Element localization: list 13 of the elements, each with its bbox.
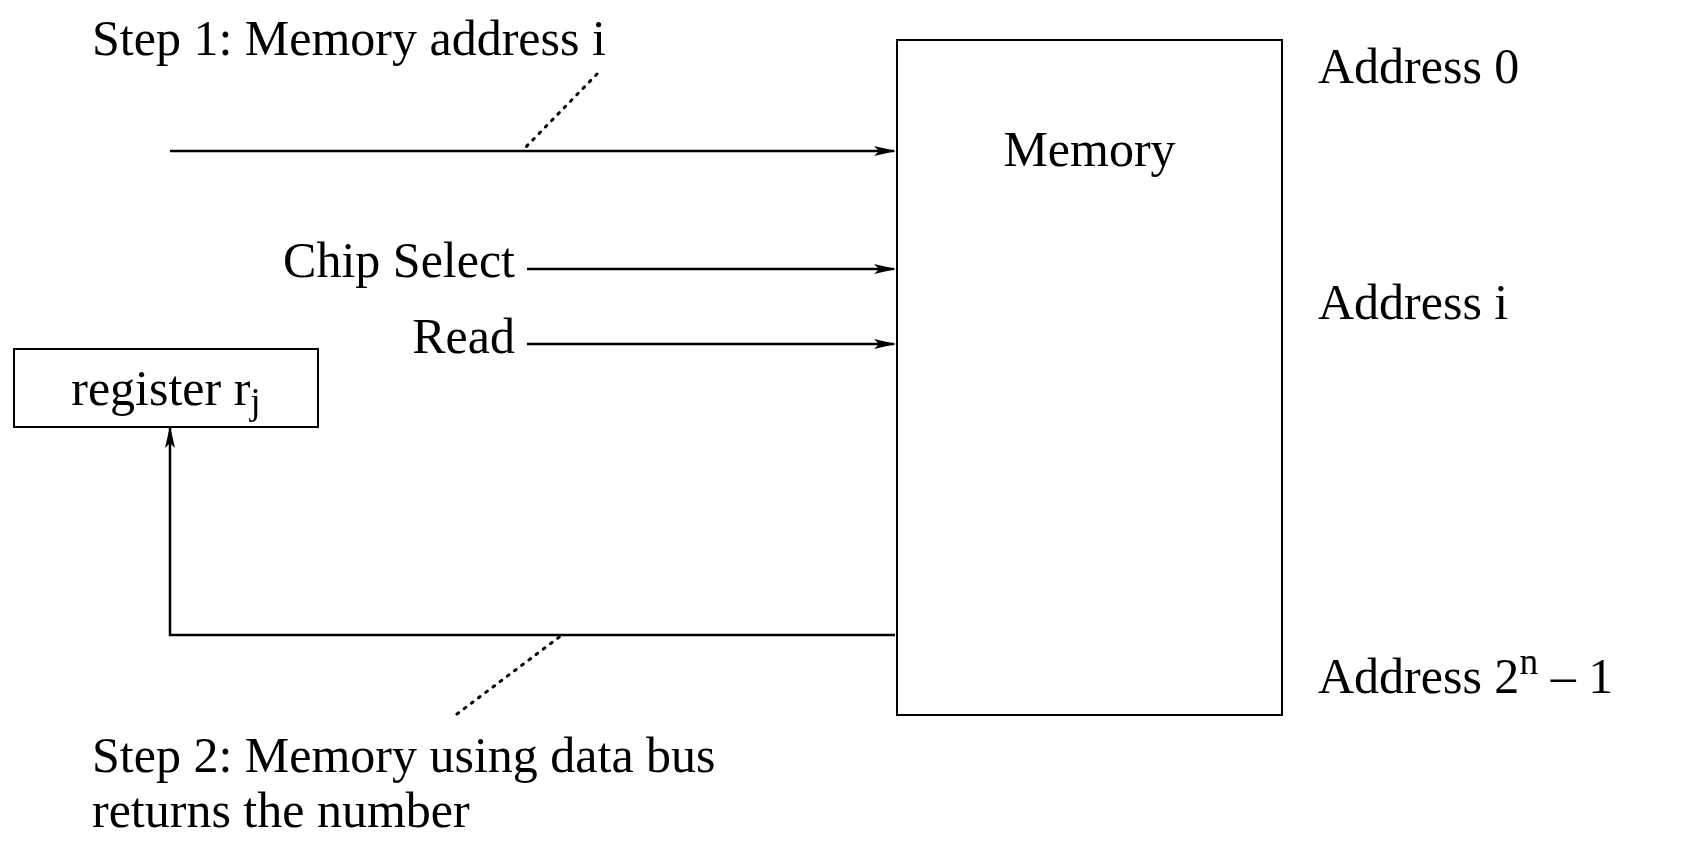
leader-line [455,633,564,716]
address-label: Address 2$^{n}$ – 1 [1318,646,1614,706]
address-label: Address i [1318,273,1509,332]
arrow [527,264,896,274]
arrow [165,426,895,637]
signal-label: Chip Select [205,230,515,292]
memory-box: Memory [896,39,1283,716]
step-label: Step 1: Memory address i [92,8,742,70]
address-label: Address 0 [1318,37,1520,96]
arrow [527,339,896,349]
arrow [170,146,896,156]
register-box: register r$_{j}$ [13,348,319,428]
step-label: Step 2: Memory using data bus returns the number [92,728,852,840]
